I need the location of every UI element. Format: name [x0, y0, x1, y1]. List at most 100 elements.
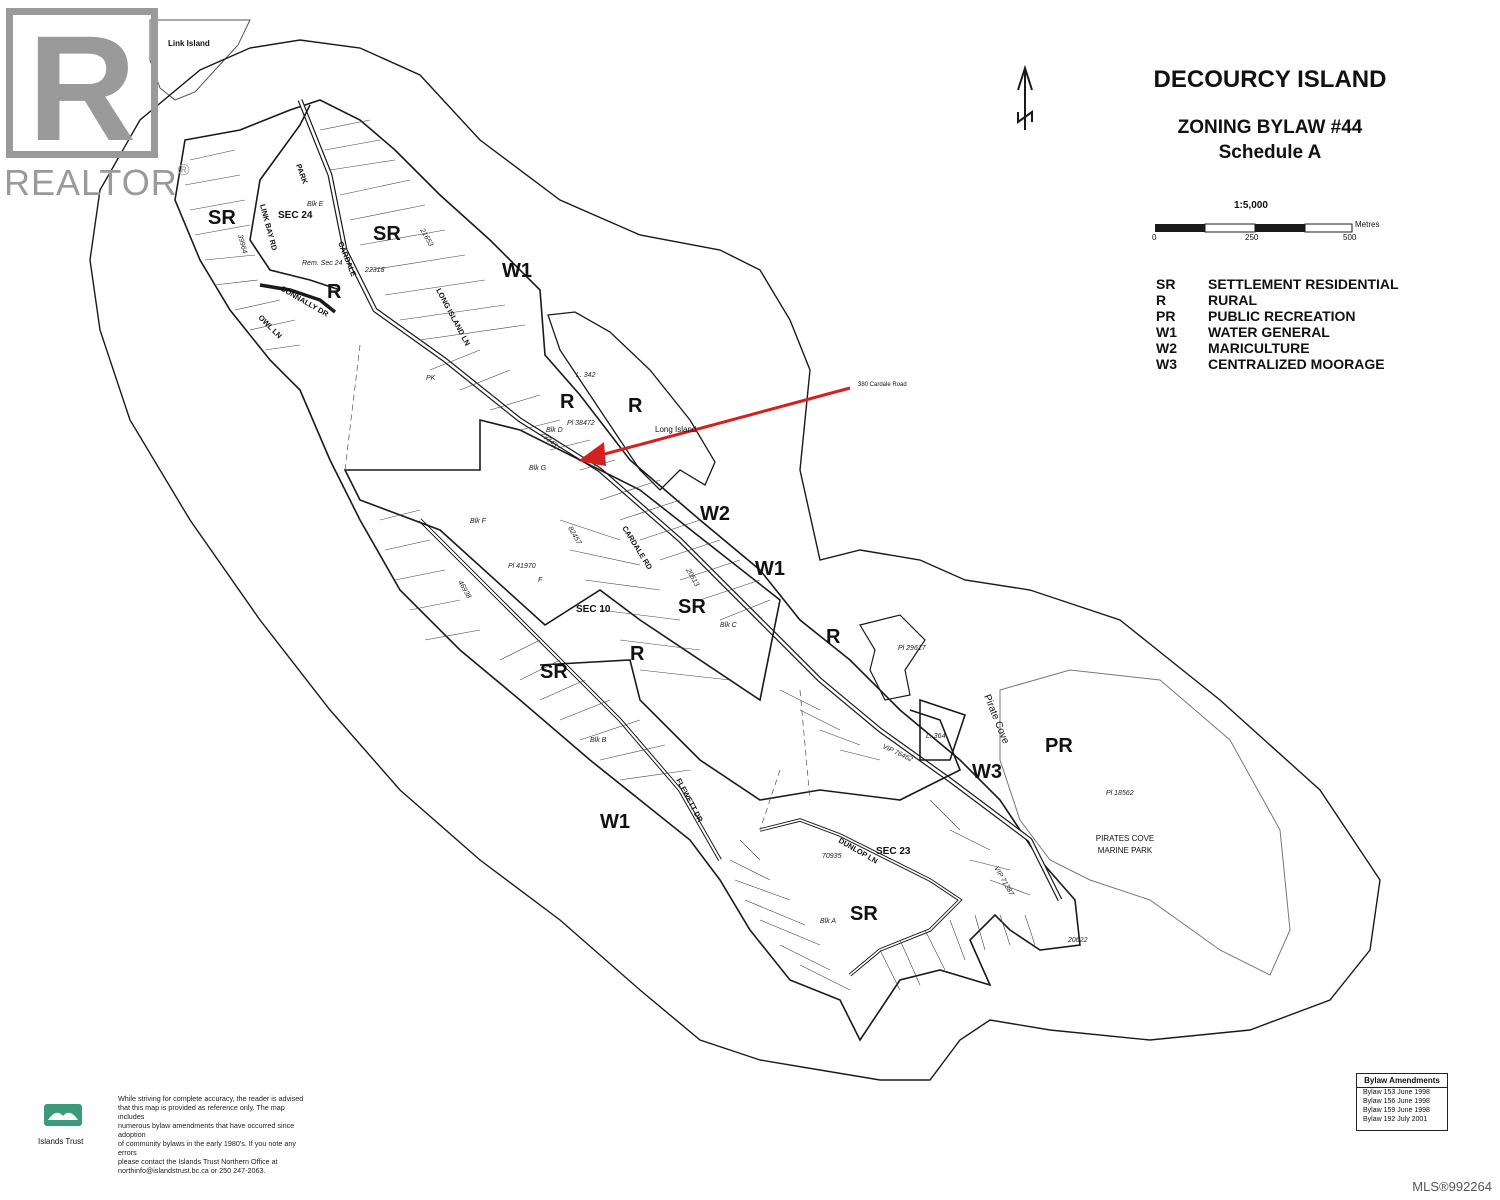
dunlop-lane	[759, 818, 963, 977]
place-label: Pirate Cove	[981, 693, 1011, 746]
zone-label: SR	[850, 903, 878, 925]
islet	[859, 614, 926, 701]
dashed-boundary	[344, 344, 811, 831]
map-subtitle: ZONING BYLAW #44	[1177, 117, 1363, 138]
subject-label: 380 Cardale Road	[858, 382, 907, 388]
plan-label: Blk E	[307, 201, 324, 208]
plan-label: 22318	[364, 267, 385, 274]
disclaimer: While striving for complete accuracy, th…	[118, 1094, 304, 1175]
plan-label: Pl 41970	[508, 563, 536, 570]
zone-label: SR	[540, 661, 568, 683]
plan-label: Blk F	[470, 518, 487, 525]
zone-label: R	[826, 626, 841, 648]
amendment-row: Bylaw 192 July 2001	[1363, 1116, 1428, 1123]
zone-label: W2	[700, 503, 730, 525]
plan-label: Pl 29617	[898, 645, 927, 652]
scale-unit: Metres	[1355, 220, 1380, 229]
scale-tick: 500	[1343, 233, 1357, 242]
amendment-row: Bylaw 159 June 1998	[1363, 1107, 1430, 1114]
subject-arrow-head	[578, 442, 606, 466]
scale-ratio: 1:5,000	[1234, 200, 1268, 211]
connally-drive	[259, 283, 337, 314]
place-label: PIRATES COVE	[1096, 834, 1155, 843]
section-label: SEC 23	[876, 846, 911, 857]
place-label: MARINE PARK	[1098, 846, 1153, 855]
cardale-road-inner	[298, 99, 1062, 901]
flewett-drive-inner	[419, 519, 721, 861]
amendment-row: Bylaw 153 June 1998	[1363, 1089, 1430, 1096]
plan-label: 82457	[566, 526, 582, 547]
plan-label: L. 342	[576, 372, 596, 379]
scale-bar	[1155, 223, 1353, 233]
plan-label: 20622	[1067, 937, 1088, 944]
plan-label: Rem. Sec 24	[302, 260, 343, 267]
svg-text:R: R	[28, 8, 136, 158]
plan-label: Blk D	[546, 427, 563, 434]
zone-label: R	[630, 643, 645, 665]
plan-label: 20513	[684, 567, 700, 588]
plan-label: 39964	[236, 234, 248, 255]
zone-label: W1	[600, 811, 630, 833]
plan-label: Pl 38472	[567, 420, 595, 427]
zone-label: W1	[502, 260, 532, 282]
lot-lines	[184, 119, 1036, 991]
place-label: Long Island	[655, 425, 696, 434]
scale-tick: 0	[1152, 233, 1157, 242]
zone-label: PR	[1045, 735, 1073, 757]
long-island	[547, 311, 716, 491]
subject-arrow-line	[589, 386, 851, 460]
road-label: LONG ISLAND LN	[434, 287, 472, 348]
bylaw-amendments: Bylaw Amendments Bylaw 153 June 1998 Byl…	[1356, 1073, 1448, 1131]
road-label: OWL LN	[257, 313, 284, 340]
decourcy-coastline	[174, 99, 1081, 1042]
section-label: SEC 24	[278, 210, 313, 221]
place-label: Link Island	[168, 39, 210, 48]
islands-trust-logo: Islands Trust	[38, 1100, 98, 1146]
zone-label: SR	[373, 223, 401, 245]
zone-boundaries	[249, 104, 967, 801]
zone-label: R	[628, 395, 643, 417]
amendment-row: Bylaw 156 June 1998	[1363, 1098, 1430, 1105]
zone-label: W3	[972, 761, 1002, 783]
map-title: DECOURCY ISLAND	[1153, 66, 1387, 93]
plan-label: Blk C	[720, 622, 738, 629]
realtor-logo-icon: R	[3, 4, 161, 172]
road-label: PARK	[294, 163, 310, 186]
plan-label: Pl 18562	[1106, 790, 1134, 797]
zone-label: R	[560, 391, 575, 413]
plan-label: F	[538, 577, 543, 584]
flewett-drive	[418, 518, 722, 861]
water-zone-boundary	[89, 39, 1381, 1081]
zone-label: SR	[208, 207, 236, 229]
realtor-watermark: R	[3, 4, 161, 172]
road-label: FLEWETT DR	[674, 777, 705, 824]
mls-number: MLS®992264	[1412, 1179, 1492, 1194]
islands-trust-logo-icon	[44, 1104, 82, 1126]
pirate-cove-shore	[999, 669, 1291, 976]
realtor-wordmark: REALTOR®	[4, 162, 191, 203]
map-schedule: Schedule A	[1218, 142, 1322, 163]
plan-label: 70935	[822, 853, 842, 860]
plan-label: PK	[426, 375, 436, 382]
zone-label: W1	[755, 558, 785, 580]
section-label: SEC 10	[576, 604, 611, 615]
scale-tick: 250	[1245, 233, 1259, 242]
org-name: Islands Trust	[38, 1137, 84, 1146]
plan-label: 46938	[456, 580, 472, 600]
zone-label: R	[327, 281, 342, 303]
road-label: LINK BAY RD	[258, 203, 279, 252]
plan-label: Blk G	[529, 465, 547, 472]
link-island-shore	[149, 19, 251, 101]
plan-label: 21653	[418, 227, 434, 248]
plan-label: VIP 71387	[992, 866, 1015, 899]
amendments-title: Bylaw Amendments	[1357, 1074, 1447, 1088]
plan-label: Blk A	[820, 918, 836, 925]
north-arrow-icon	[1017, 64, 1033, 130]
dunlop-lane-inner	[759, 819, 962, 976]
